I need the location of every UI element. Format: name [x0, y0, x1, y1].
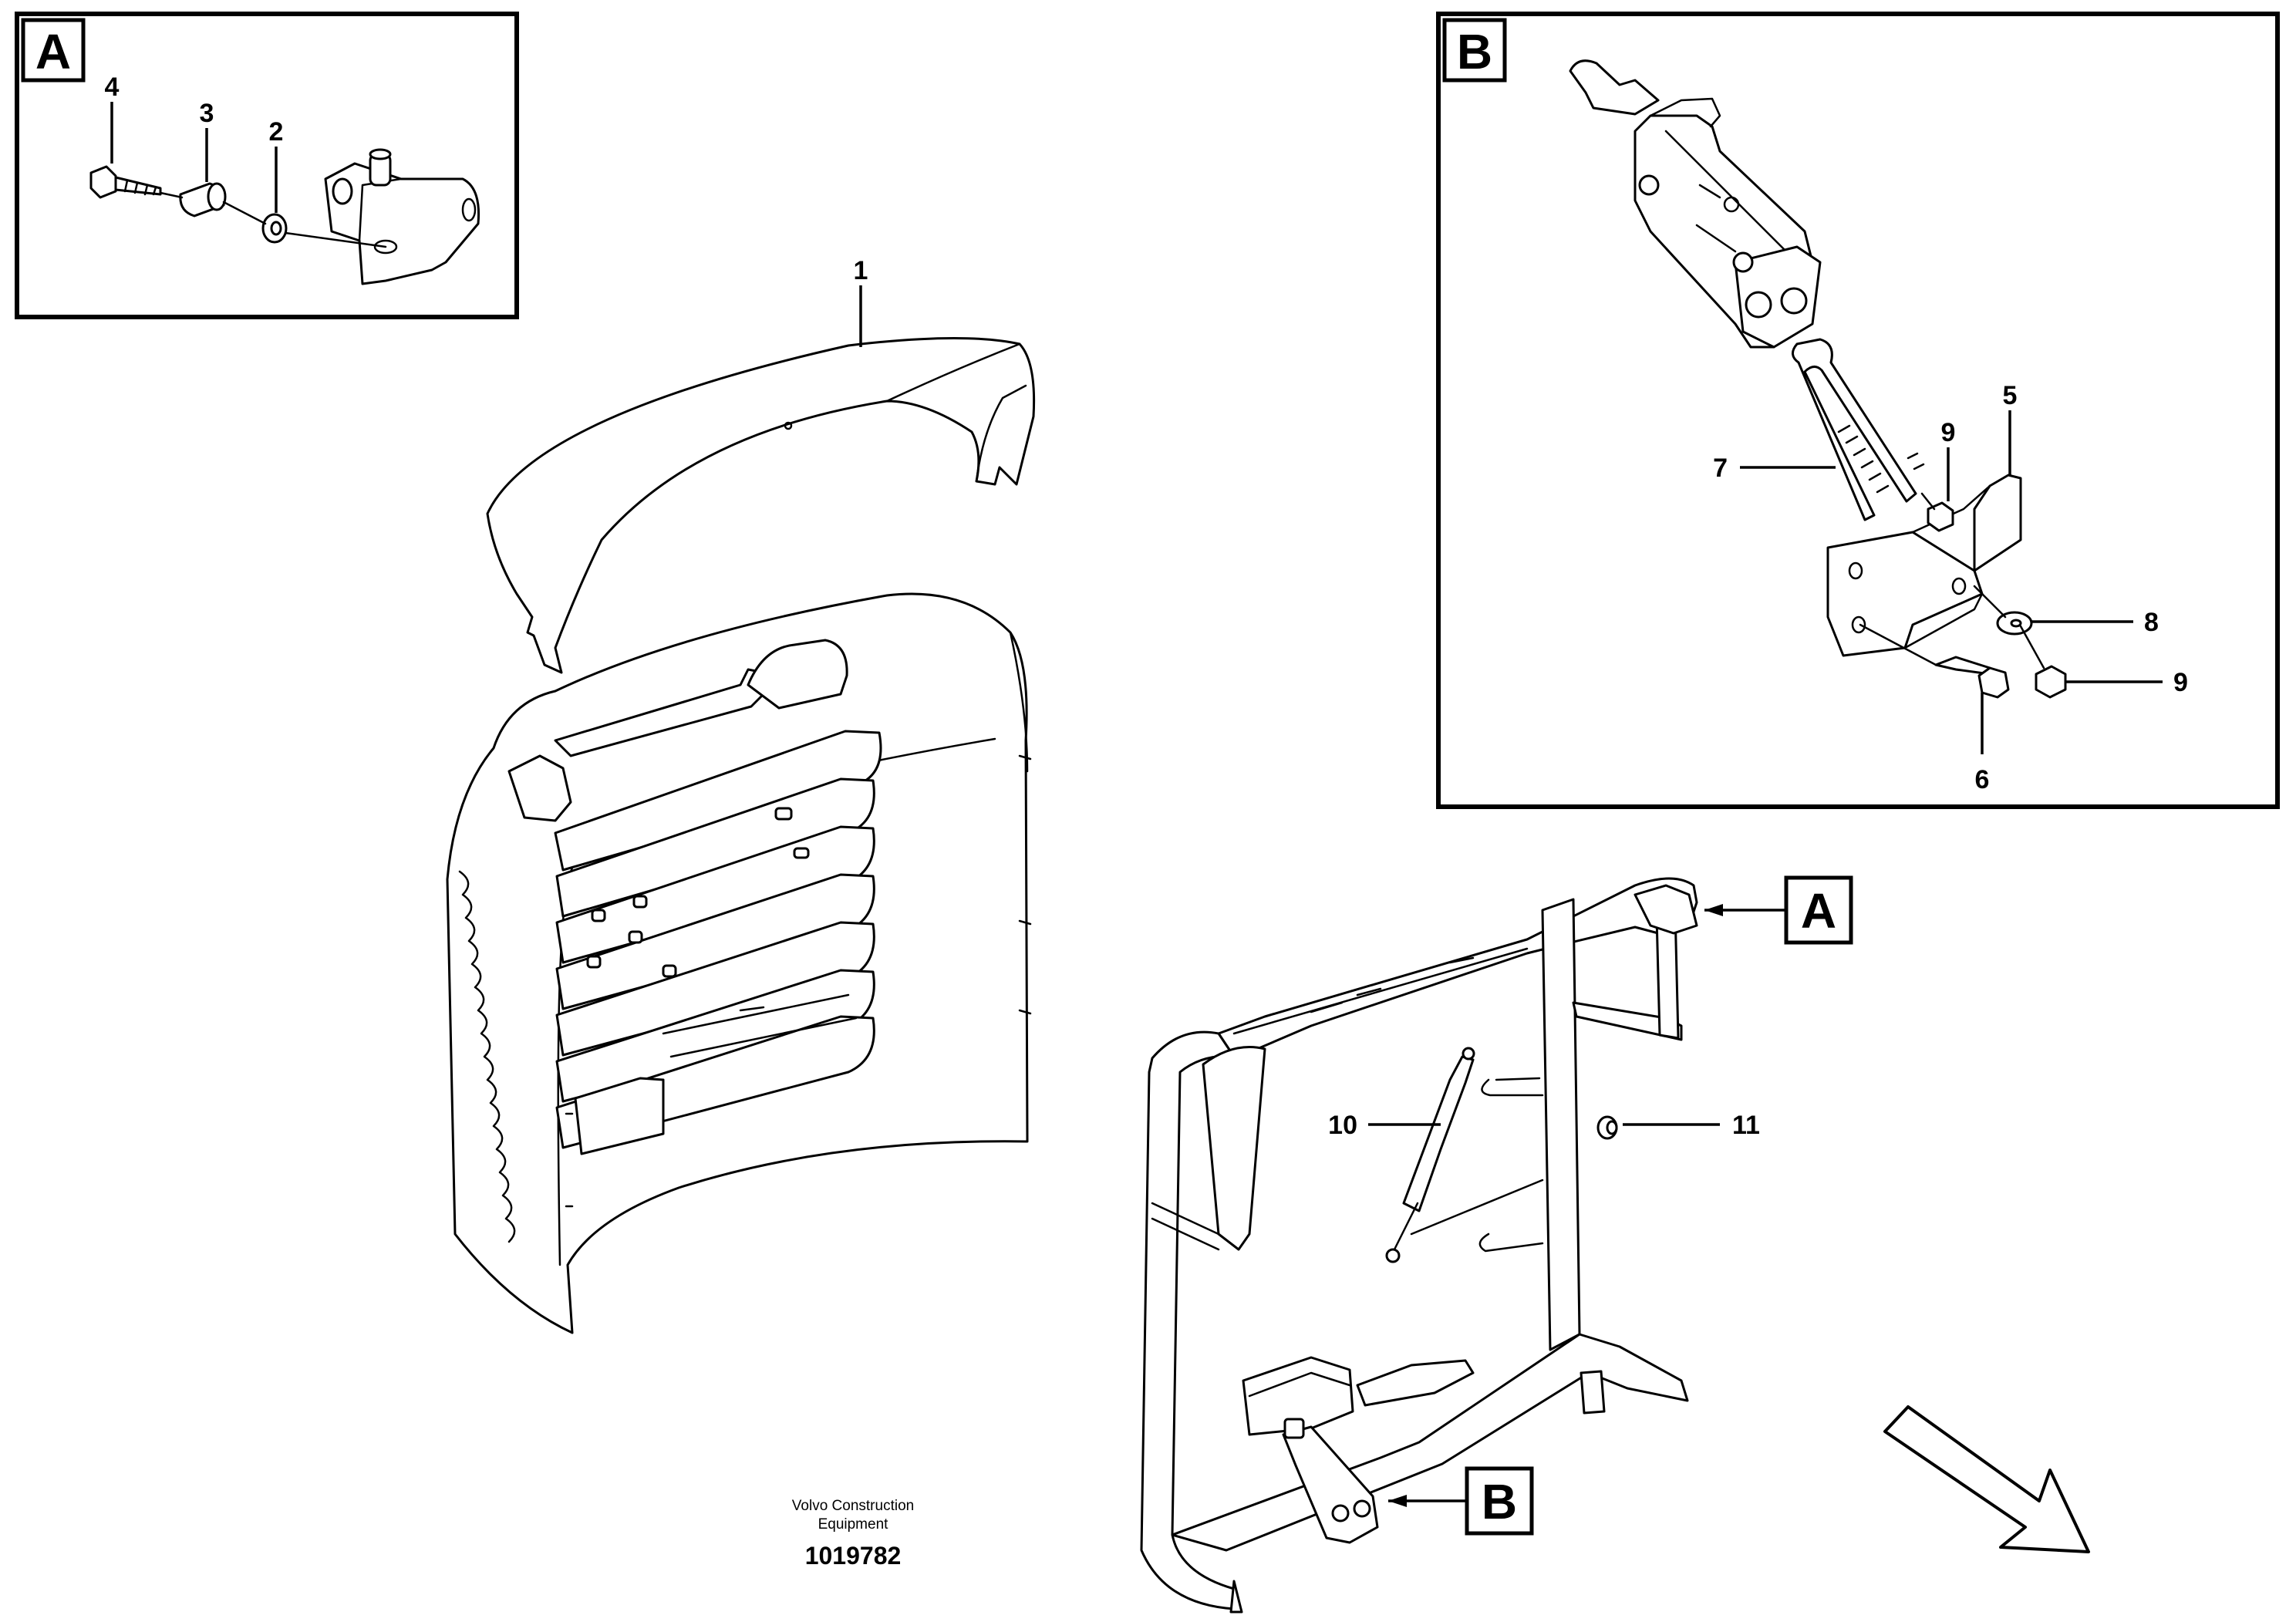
detail-b-label: B — [1457, 24, 1492, 79]
credit-line-2: Equipment — [818, 1516, 889, 1533]
footer: Volvo Construction Equipment 1019782 — [792, 1498, 914, 1570]
detail-b-panel: B — [1436, 12, 2280, 809]
callout-11: 11 — [1732, 1111, 1760, 1140]
ref-tag-a: A — [1704, 875, 1853, 945]
callout-2: 2 — [269, 117, 284, 147]
detail-a-panel: A 4 3 — [15, 12, 519, 319]
callout-4: 4 — [105, 73, 120, 102]
callout-5: 5 — [2003, 381, 2018, 410]
svg-text:A: A — [1801, 883, 1836, 939]
gas-spring-part-10 — [1385, 1047, 1475, 1263]
latch-mechanism — [1569, 59, 1822, 349]
detail-a-label: A — [35, 24, 71, 79]
callout-3: 3 — [200, 99, 214, 128]
svg-text:B: B — [1482, 1474, 1517, 1529]
callout-1: 1 — [854, 256, 868, 285]
u-bolt-part-7 — [1792, 338, 1925, 521]
callout-8: 8 — [2144, 608, 2159, 637]
callout-6: 6 — [1975, 765, 1990, 794]
callout-9-upper: 9 — [1941, 418, 1956, 447]
bolt-part-4 — [89, 165, 162, 199]
bolt-part-6 — [1934, 656, 2010, 699]
callout-7: 7 — [1713, 454, 1728, 483]
grille-panel — [446, 592, 1032, 1334]
callout-9-lower: 9 — [2173, 668, 2188, 697]
nut-part-9-lower — [2035, 665, 2067, 699]
grommet-part-11 — [1596, 1115, 1618, 1140]
ref-tag-b: B — [1388, 1466, 1534, 1536]
spacer-part-3 — [179, 182, 227, 218]
support-frame: 10 11 — [1140, 877, 1760, 1614]
hood-top-cover: 1 — [486, 256, 1036, 674]
bracket-part-5 — [1826, 474, 2022, 657]
frame-latch — [1242, 1356, 1379, 1544]
washer-part-2 — [261, 213, 288, 244]
direction-arrow-icon — [1883, 1405, 2090, 1553]
hinge-bracket — [324, 148, 480, 285]
document-number: 1019782 — [805, 1542, 902, 1570]
credit-line-1: Volvo Construction — [792, 1498, 914, 1514]
callout-10: 10 — [1328, 1111, 1357, 1140]
